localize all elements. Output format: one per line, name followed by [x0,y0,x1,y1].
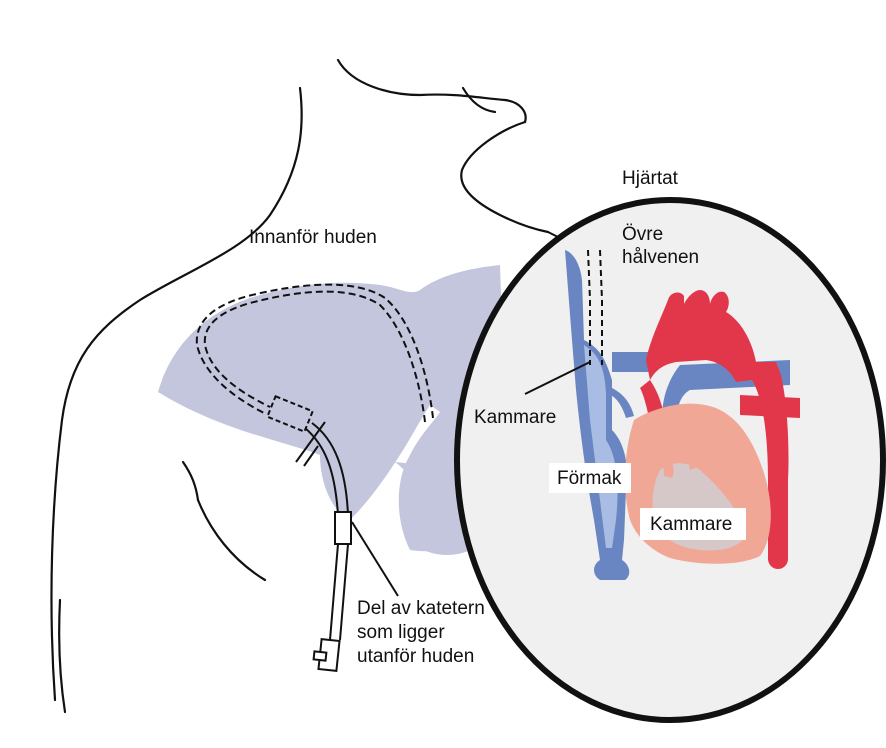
catheter-cuff [266,395,326,467]
body-outline [50,58,550,714]
atrium-label-bg [549,463,631,493]
catheter-in-vena-cava [587,249,603,365]
atrium-light [584,345,618,548]
inside-skin-label: Innanför huden [249,227,377,248]
chamber-pointer [524,361,591,395]
outside-pointer [351,521,399,597]
outside-skin-label-2: som ligger [357,622,445,643]
upper-vena-cava-label-2: hålvenen [622,247,699,268]
pulmonary-vessel [612,352,654,372]
aorta [646,290,789,569]
catheter-outside [304,422,352,672]
ventricle-label-bg [640,508,746,540]
atrium-label: Förmak [557,468,622,489]
outside-skin-label-3: utanför huden [357,646,474,667]
upper-vena-cava-label-1: Övre [622,224,663,245]
ventricle-label: Kammare [650,514,732,535]
neck-to-circle-line [547,231,561,239]
outside-skin-label-1: Del av katetern [357,598,485,619]
chamber-left-label: Kammare [474,407,556,428]
catheter-inside [195,283,434,423]
heart-label: Hjärtat [622,168,679,189]
